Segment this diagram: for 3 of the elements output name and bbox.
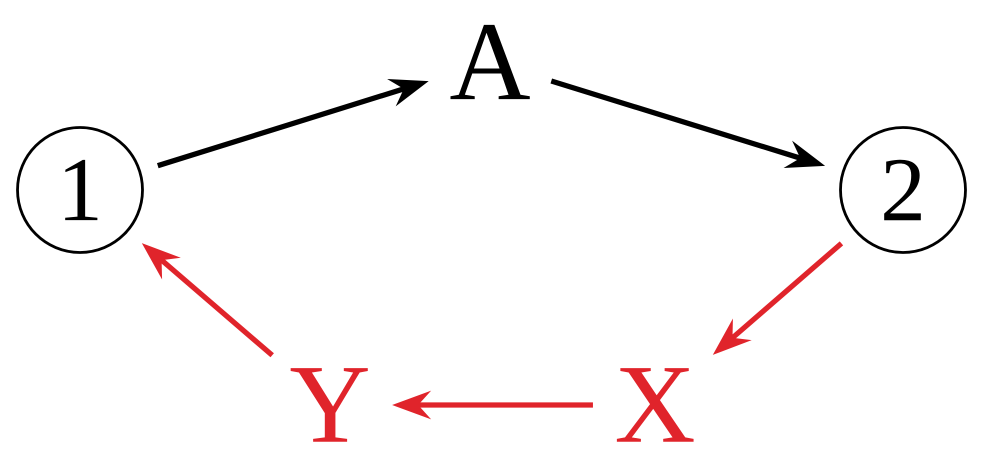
node-letter: A [450,24,530,100]
node-letter: Y [290,368,368,442]
node-letter: X [616,368,694,442]
